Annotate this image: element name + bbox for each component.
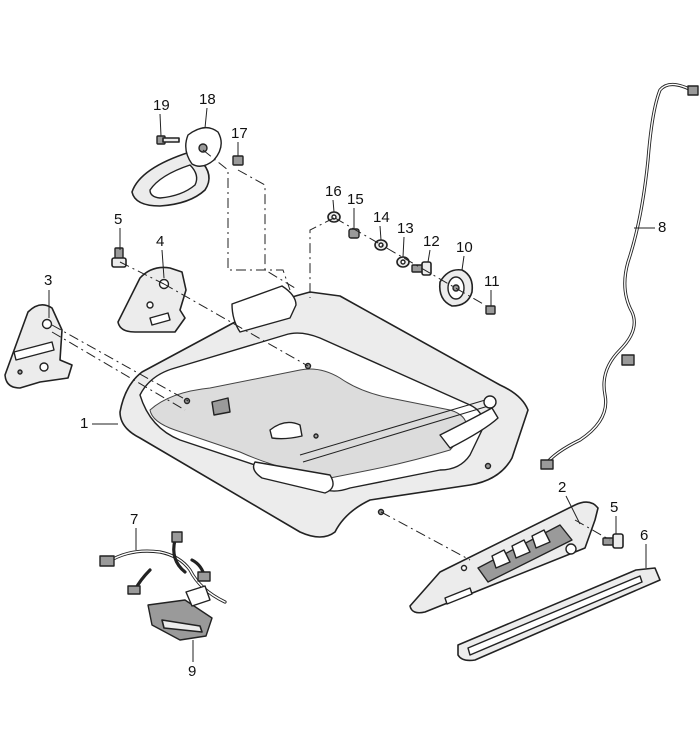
callout-12: 12 xyxy=(423,233,440,263)
svg-text:6: 6 xyxy=(640,527,648,544)
svg-text:4: 4 xyxy=(156,233,164,250)
callout-6: 6 xyxy=(640,527,648,568)
callout-17: 17 xyxy=(231,125,248,156)
washer-13 xyxy=(396,256,410,268)
callout-2: 2 xyxy=(558,479,581,525)
svg-text:8: 8 xyxy=(658,219,666,236)
svg-text:1: 1 xyxy=(80,415,88,432)
switch-connector xyxy=(147,585,213,641)
callout-19: 19 xyxy=(153,97,170,137)
callout-5-right: 5 xyxy=(610,499,618,534)
svg-text:5: 5 xyxy=(114,211,122,228)
svg-text:12: 12 xyxy=(423,233,440,250)
svg-text:19: 19 xyxy=(153,97,170,114)
seat-back-shell xyxy=(119,285,529,538)
adjustment-knob-10 xyxy=(438,268,474,307)
mounting-bracket xyxy=(117,266,187,333)
long-wire-cable xyxy=(540,82,699,470)
assembly-lines xyxy=(51,149,611,561)
callout-7: 7 xyxy=(130,511,138,550)
callout-4: 4 xyxy=(156,233,165,279)
svg-text:18: 18 xyxy=(199,91,216,108)
side-rail-bracket xyxy=(409,501,599,614)
svg-text:5: 5 xyxy=(610,499,618,516)
screw-right xyxy=(602,533,624,549)
svg-text:15: 15 xyxy=(347,191,364,208)
callout-16: 16 xyxy=(325,183,342,213)
callout-5-upper: 5 xyxy=(114,211,122,250)
callout-10: 10 xyxy=(456,239,473,271)
svg-text:11: 11 xyxy=(484,273,500,290)
left-bracket xyxy=(4,304,73,389)
callout-13: 13 xyxy=(397,220,414,258)
svg-text:17: 17 xyxy=(231,125,248,142)
callout-18: 18 xyxy=(199,91,216,129)
svg-text:13: 13 xyxy=(397,220,414,237)
svg-text:16: 16 xyxy=(325,183,342,200)
callout-1: 1 xyxy=(80,415,118,432)
spacer-15 xyxy=(348,228,360,239)
trim-strip xyxy=(457,567,661,662)
washer-14 xyxy=(374,239,388,251)
screw-11 xyxy=(485,305,496,315)
bolt-12 xyxy=(411,261,432,276)
callout-14: 14 xyxy=(373,209,390,241)
svg-text:14: 14 xyxy=(373,209,390,226)
release-handle xyxy=(131,127,222,207)
svg-text:10: 10 xyxy=(456,239,473,256)
screw-19 xyxy=(156,135,180,145)
callout-8: 8 xyxy=(634,219,666,236)
callout-15: 15 xyxy=(347,191,364,229)
callout-3: 3 xyxy=(44,272,52,318)
callout-11: 11 xyxy=(484,273,500,306)
callout-9: 9 xyxy=(188,640,196,680)
clip-17 xyxy=(232,155,244,166)
svg-text:9: 9 xyxy=(188,663,196,680)
svg-text:2: 2 xyxy=(558,479,566,496)
svg-text:3: 3 xyxy=(44,272,52,289)
svg-text:7: 7 xyxy=(130,511,138,528)
screw-upper-left xyxy=(111,247,127,268)
